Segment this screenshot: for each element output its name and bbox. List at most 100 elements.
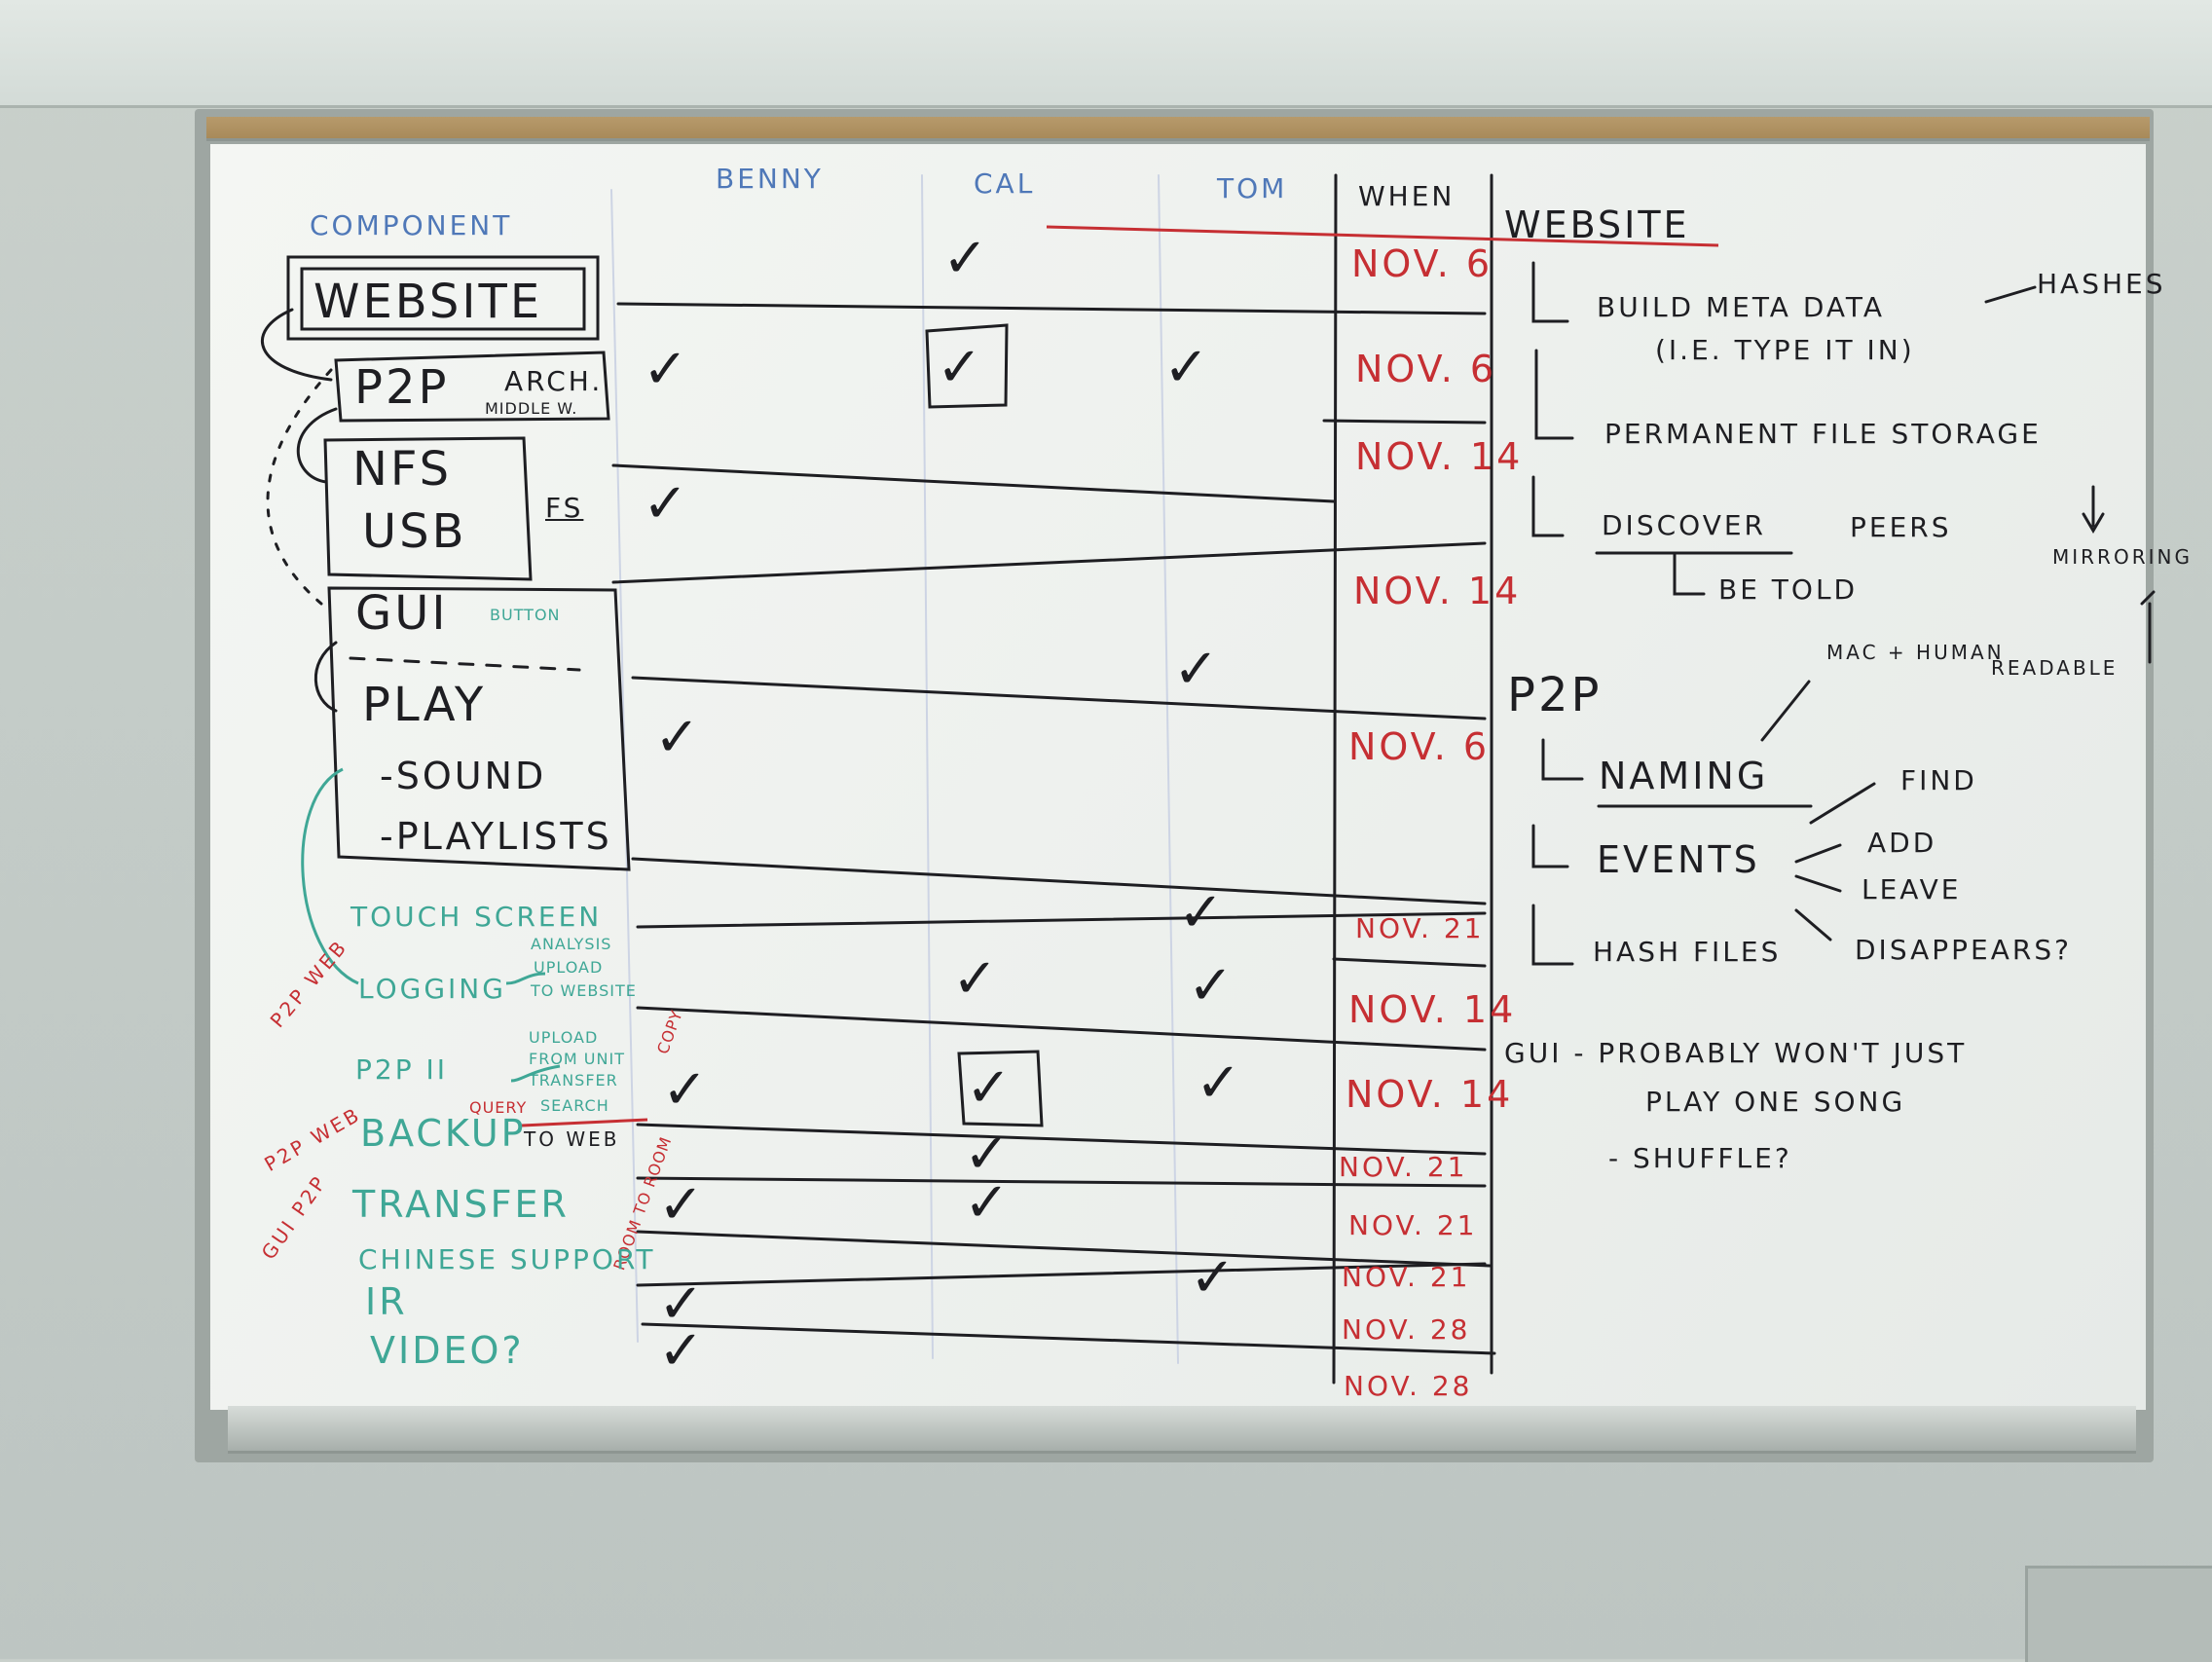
date-logging: NOV. 14 <box>1348 988 1517 1031</box>
cal-p2p2-check-box <box>957 1050 1044 1127</box>
check-tom-p2p: ✓ <box>1163 336 1209 399</box>
note-gui-probably: GUI - PROBABLY WON'T JUST <box>1504 1037 1968 1069</box>
note-arrow <box>1541 738 1584 781</box>
date-play: NOV. 6 <box>1348 725 1491 768</box>
note-discover: DISCOVER <box>1602 509 1766 541</box>
p2p-arch-box <box>334 351 610 423</box>
gui-play-arrow <box>313 641 338 713</box>
check-benny-nfs: ✓ <box>643 472 688 536</box>
note-add: ADD <box>1867 827 1937 859</box>
row-line <box>636 1123 1487 1156</box>
check-benny-ir: ✓ <box>658 1273 704 1336</box>
note-events: EVENTS <box>1597 838 1760 881</box>
note-arrow <box>1531 904 1574 966</box>
wall-outlet <box>2025 1566 2212 1662</box>
date-gui: NOV. 14 <box>1353 570 1522 612</box>
component-play: PLAY <box>362 678 487 732</box>
note-arrow <box>1673 553 1706 596</box>
note-shuffle: - SHUFFLE? <box>1608 1142 1792 1174</box>
teal-brace <box>510 1064 561 1083</box>
note-permanent: PERMANENT FILE STORAGE <box>1604 418 2042 450</box>
note-type-it-in: (I.E. TYPE IT IN) <box>1655 334 1915 366</box>
header-tom: TOM <box>1217 172 1288 204</box>
component-logging-to-website: TO WEBSITE <box>531 981 637 1000</box>
note-hashes: HASHES <box>2037 268 2166 300</box>
wall-top <box>0 0 2212 108</box>
check-tom-p2p2: ✓ <box>1196 1052 1241 1115</box>
dotted-arrow <box>266 368 333 606</box>
red-underline-query <box>521 1118 648 1127</box>
note-play-one-song: PLAY ONE SONG <box>1645 1086 1906 1118</box>
cork-strip <box>206 117 2150 141</box>
note-disappears: DISAPPEARS? <box>1855 934 2072 966</box>
component-gui: GUI <box>355 586 449 641</box>
website-box-outer <box>286 255 600 341</box>
note-mirroring: MIRRORING <box>2052 545 2193 569</box>
note-be-told: BE TOLD <box>1718 573 1859 606</box>
note-find: FIND <box>1900 764 1977 796</box>
row-line <box>636 1262 1487 1287</box>
column-divider-tom <box>1158 174 1179 1364</box>
note-arrow <box>1534 349 1574 440</box>
check-benny-video: ✓ <box>658 1319 704 1383</box>
check-cal-website: ✓ <box>942 227 988 290</box>
teal-arrow <box>301 767 359 985</box>
check-cal-p2p2: ✓ <box>966 1056 1012 1120</box>
line-mac <box>1760 680 1811 742</box>
component-chinese-support: CHINESE SUPPORT <box>358 1243 656 1275</box>
nfs-usb-box <box>323 436 533 581</box>
date-video: NOV. 28 <box>1344 1370 1473 1402</box>
p2p-nfs-arrow <box>296 407 338 484</box>
component-p2p-ii: P2P II <box>355 1053 448 1086</box>
teal-brace <box>505 972 546 985</box>
component-search: SEARCH <box>540 1096 609 1115</box>
check-tom-chinese: ✓ <box>1190 1246 1235 1310</box>
row-line <box>611 541 1487 584</box>
note-naming: NAMING <box>1599 755 1769 797</box>
component-backup: BACKUP <box>360 1112 527 1155</box>
line-find <box>1809 782 1876 825</box>
note-arrow <box>1531 475 1565 537</box>
note-mac-human: MAC + HUMAN <box>1826 641 2005 664</box>
note-hash-files: HASH FILES <box>1593 936 1782 968</box>
line-hashes <box>1984 285 2037 304</box>
row-line <box>636 1230 1492 1268</box>
component-logging: LOGGING <box>358 973 506 1005</box>
date-transfer: NOV. 21 <box>1348 1209 1478 1241</box>
header-when: WHEN <box>1358 180 1456 212</box>
component-playlists: -PLAYLISTS <box>380 815 612 858</box>
component-query: QUERY <box>469 1098 528 1117</box>
row-line <box>641 1322 1496 1355</box>
component-nfs: NFS <box>352 442 453 497</box>
mirroring-arrow <box>2082 485 2105 534</box>
component-p2p-arch: ARCH. <box>504 365 604 397</box>
component-p2p-from-unit: FROM UNIT <box>529 1050 625 1068</box>
check-benny-transfer: ✓ <box>658 1173 704 1237</box>
date-p2p-ii: NOV. 14 <box>1346 1073 1514 1116</box>
check-benny-p2p: ✓ <box>643 338 688 401</box>
note-arrow <box>1531 261 1569 323</box>
header-benny: BENNY <box>716 163 824 195</box>
row-line <box>636 1176 1487 1188</box>
row-line <box>636 911 1487 929</box>
check-cal-logging: ✓ <box>952 947 998 1011</box>
date-p2p: NOV. 6 <box>1355 348 1497 390</box>
note-readable: READABLE <box>1991 656 2119 680</box>
component-touch-screen: TOUCH SCREEN <box>350 901 603 933</box>
row-line <box>631 676 1487 720</box>
gui-dashed-separator <box>349 656 581 672</box>
component-p2p-transfer: TRANSFER <box>529 1071 618 1090</box>
component-logging-analysis: ANALYSIS <box>531 935 612 953</box>
check-cal-p2p: ✓ <box>937 336 982 399</box>
website-p2p-arrow <box>261 308 333 382</box>
row-line <box>636 1006 1487 1052</box>
component-to-web: TO WEB <box>524 1127 620 1151</box>
date-website: NOV. 6 <box>1351 242 1493 285</box>
component-middleware: MIDDLE W. <box>485 399 578 418</box>
date-backup: NOV. 21 <box>1339 1151 1468 1183</box>
check-cal-backup: ✓ <box>964 1123 1010 1186</box>
check-cal-transfer: ✓ <box>964 1171 1010 1235</box>
component-website: WEBSITE <box>313 275 543 329</box>
component-transfer: TRANSFER <box>352 1183 570 1226</box>
check-benny-p2p2: ✓ <box>662 1058 708 1122</box>
